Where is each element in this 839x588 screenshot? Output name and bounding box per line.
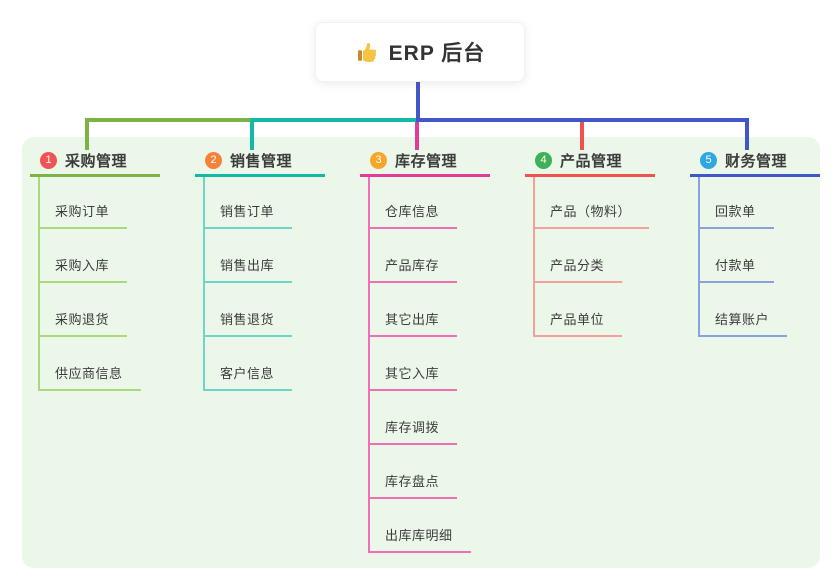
child-node[interactable]: 其它出库 [368, 309, 458, 337]
branch-node-label: 财务管理 [725, 153, 788, 170]
root-node-label: ERP 后台 [388, 42, 486, 65]
child-node-label: 产品单位 [550, 312, 605, 327]
child-node-label: 产品库存 [385, 258, 440, 273]
child-node-label: 其它出库 [385, 312, 440, 327]
child-node-label: 销售退货 [220, 312, 275, 327]
branch-children-line [368, 177, 370, 553]
child-node[interactable]: 产品库存 [368, 255, 458, 283]
child-node-label: 销售订单 [220, 204, 275, 219]
child-node[interactable]: 出库库明细 [368, 525, 471, 553]
child-node-label: 结算账户 [715, 312, 770, 327]
branch-node-2[interactable]: 2 销售管理 [195, 147, 325, 177]
child-node[interactable]: 仓库信息 [368, 201, 458, 229]
child-node[interactable]: 采购入库 [38, 255, 128, 283]
child-node-label: 客户信息 [220, 366, 275, 381]
child-node-label: 产品分类 [550, 258, 605, 273]
child-node-label: 采购订单 [55, 204, 110, 219]
child-node[interactable]: 采购订单 [38, 201, 128, 229]
child-node-label: 采购入库 [55, 258, 110, 273]
branch-node-4[interactable]: 4 产品管理 [525, 147, 655, 177]
child-node-label: 仓库信息 [385, 204, 440, 219]
child-node[interactable]: 供应商信息 [38, 363, 141, 391]
branch-number-badge: 1 [40, 152, 57, 169]
child-node-label: 库存盘点 [385, 474, 440, 489]
branch-children-line [38, 177, 40, 391]
child-node-label: 回款单 [715, 204, 756, 219]
bracket-segment [85, 118, 250, 122]
branch-node-label: 产品管理 [560, 153, 623, 170]
root-connector-line [416, 82, 420, 118]
branch-node-label: 采购管理 [65, 153, 128, 170]
child-node-label: 出库库明细 [385, 528, 453, 543]
child-node-label: 付款单 [715, 258, 756, 273]
child-node-label: 库存调拨 [385, 420, 440, 435]
branch-children-line [698, 177, 700, 337]
branch-children-line [203, 177, 205, 391]
child-node[interactable]: 销售出库 [203, 255, 293, 283]
branch-node-label: 库存管理 [395, 153, 458, 170]
child-node-label: 产品（物料） [550, 204, 632, 219]
branch-drop-line [415, 122, 419, 150]
branch-node-label: 销售管理 [230, 153, 293, 170]
branch-number-badge: 3 [370, 152, 387, 169]
child-node[interactable]: 产品（物料） [533, 201, 650, 229]
branch-number-badge: 2 [205, 152, 222, 169]
branch-drop-line [580, 122, 584, 150]
branch-number-badge: 4 [535, 152, 552, 169]
child-node[interactable]: 库存盘点 [368, 471, 458, 499]
branch-node-5[interactable]: 5 财务管理 [690, 147, 820, 177]
root-node[interactable]: ERP 后台 [315, 22, 525, 82]
child-node[interactable]: 销售订单 [203, 201, 293, 229]
branch-children-line [533, 177, 535, 337]
child-node-label: 其它入库 [385, 366, 440, 381]
branches-panel [22, 137, 820, 568]
branch-number-badge: 5 [700, 152, 717, 169]
child-node-label: 销售出库 [220, 258, 275, 273]
thumbs-up-icon [355, 40, 379, 64]
child-node-label: 采购退货 [55, 312, 110, 327]
child-node[interactable]: 回款单 [698, 201, 774, 229]
branch-node-1[interactable]: 1 采购管理 [30, 147, 160, 177]
child-node[interactable]: 客户信息 [203, 363, 293, 391]
bracket-segment [416, 118, 749, 122]
bracket-segment [250, 118, 416, 122]
child-node[interactable]: 销售退货 [203, 309, 293, 337]
child-node[interactable]: 其它入库 [368, 363, 458, 391]
branch-node-3[interactable]: 3 库存管理 [360, 147, 490, 177]
child-node[interactable]: 付款单 [698, 255, 774, 283]
branch-drop-line [745, 122, 749, 150]
child-node[interactable]: 产品单位 [533, 309, 623, 337]
branch-drop-line [250, 122, 254, 150]
child-node[interactable]: 采购退货 [38, 309, 128, 337]
branch-drop-line [85, 122, 89, 150]
child-node-label: 供应商信息 [55, 366, 123, 381]
child-node[interactable]: 库存调拨 [368, 417, 458, 445]
child-node[interactable]: 结算账户 [698, 309, 788, 337]
child-node[interactable]: 产品分类 [533, 255, 623, 283]
